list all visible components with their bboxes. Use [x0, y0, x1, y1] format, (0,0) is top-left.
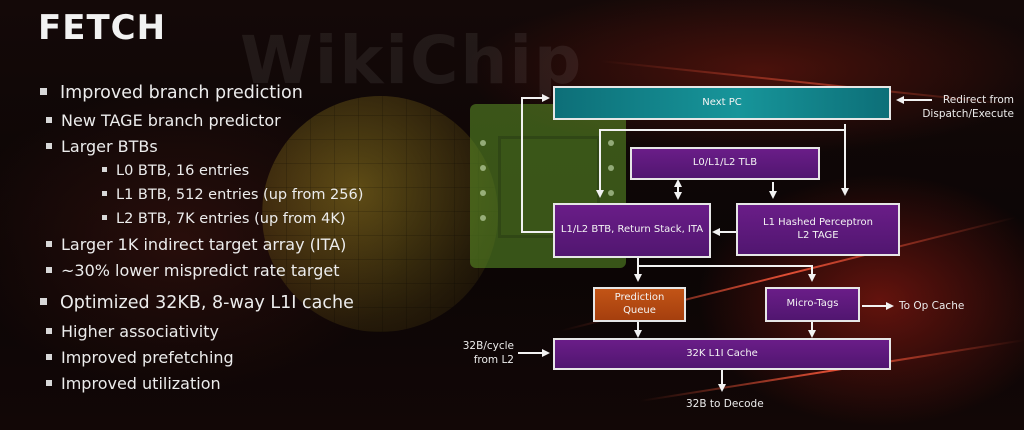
perceptron-label-line2: L2 TAGE — [797, 229, 839, 241]
bullet-item: New TAGE branch predictor — [46, 111, 281, 130]
tlb-label: L0/L1/L2 TLB — [692, 157, 758, 169]
wafer-grid — [262, 96, 498, 332]
chip-pin — [480, 215, 486, 221]
bullet-item: Optimized 32KB, 8-way L1I cache — [40, 293, 354, 313]
bullet-item: L1 BTB, 512 entries (up from 256) — [102, 187, 363, 203]
bullet-text: Larger BTBs — [61, 137, 158, 156]
micro-tags-label: Micro-Tags — [786, 298, 839, 310]
arrow-btb-feedback — [521, 94, 556, 233]
bullet-square-icon — [46, 142, 52, 149]
bullet-square-icon — [46, 116, 52, 123]
redirect-label-line1: Redirect from — [942, 94, 1014, 106]
bullet-text: L2 BTB, 7K entries (up from 4K) — [116, 211, 346, 227]
watermark-logo: WikiChip — [240, 22, 584, 99]
chip-pin — [480, 190, 486, 196]
redirect-label-line2: Dispatch/Execute — [922, 107, 1014, 120]
bullet-item: Larger 1K indirect target array (ITA) — [46, 235, 346, 254]
chip-pin — [608, 140, 614, 146]
next-pc-label: Next PC — [702, 96, 742, 108]
bullet-text: ~30% lower mispredict rate target — [61, 261, 340, 280]
l1i-cache-label: 32K L1I Cache — [686, 347, 758, 359]
btb-label: L1/L2 BTB, Return Stack, ITA — [560, 224, 704, 236]
perceptron-block: L1 Hashed Perceptron L2 TAGE — [736, 203, 900, 256]
tlb-block: L0/L1/L2 TLB — [630, 147, 820, 180]
bullet-text: Improved branch prediction — [60, 83, 303, 103]
bullet-square-icon — [102, 166, 107, 172]
prediction-queue-label-line1: Prediction — [614, 292, 665, 303]
bullet-item: L0 BTB, 16 entries — [102, 163, 249, 179]
wafer-image — [262, 96, 498, 332]
bullet-text: New TAGE branch predictor — [61, 111, 281, 130]
micro-tags-block: Micro-Tags — [765, 287, 860, 322]
chip-pin — [480, 165, 486, 171]
decode-output-label: 32B to Decode — [686, 398, 764, 410]
btb-block: L1/L2 BTB, Return Stack, ITA — [553, 203, 711, 258]
bullet-square-icon — [102, 214, 107, 220]
op-cache-label: To Op Cache — [899, 300, 965, 312]
l2-input-label-line2: from L2 — [473, 353, 514, 366]
bullet-item: L2 BTB, 7K entries (up from 4K) — [102, 211, 346, 227]
next-pc-block: Next PC — [553, 86, 891, 120]
bullet-square-icon — [46, 353, 52, 360]
prediction-queue-block: Prediction Queue — [593, 287, 686, 322]
l2-input-label: 32B/cycle from L2 — [440, 340, 514, 367]
slide-title: FETCH — [38, 8, 167, 48]
bullet-square-icon — [102, 190, 107, 196]
perceptron-label-line1: L1 Hashed Perceptron — [763, 217, 873, 228]
bullet-square-icon — [46, 266, 52, 273]
redirect-label: Redirect from Dispatch/Execute — [914, 94, 1014, 121]
prediction-queue-label-line2: Queue — [623, 304, 656, 316]
chip-pin — [608, 165, 614, 171]
bullet-item: ~30% lower mispredict rate target — [46, 261, 339, 280]
chip-pin — [480, 140, 486, 146]
chip-pin — [608, 190, 614, 196]
bullet-square-icon — [46, 240, 52, 247]
bullet-text: Higher associativity — [61, 322, 219, 341]
bullet-text: Improved prefetching — [61, 348, 234, 367]
arrow-btb-to-microtags — [638, 265, 816, 282]
l2-input-label-line1: 32B/cycle — [462, 340, 514, 352]
bullet-square-icon — [40, 297, 47, 305]
bullet-square-icon — [46, 379, 52, 386]
bullet-text: Larger 1K indirect target array (ITA) — [61, 235, 347, 254]
bullet-item: Larger BTBs — [46, 137, 158, 156]
bullet-item: Improved prefetching — [46, 348, 234, 367]
l1i-cache-block: 32K L1I Cache — [553, 338, 891, 370]
bullet-text: Improved utilization — [61, 374, 221, 393]
bullet-item: Improved branch prediction — [40, 83, 303, 103]
bullet-text: L1 BTB, 512 entries (up from 256) — [116, 187, 364, 203]
bullet-item: Improved utilization — [46, 374, 221, 393]
bullet-square-icon — [40, 87, 47, 95]
bullet-text: Optimized 32KB, 8-way L1I cache — [60, 293, 354, 313]
bullet-item: Higher associativity — [46, 322, 219, 341]
bullet-square-icon — [46, 327, 52, 334]
bullet-text: L0 BTB, 16 entries — [116, 163, 250, 179]
